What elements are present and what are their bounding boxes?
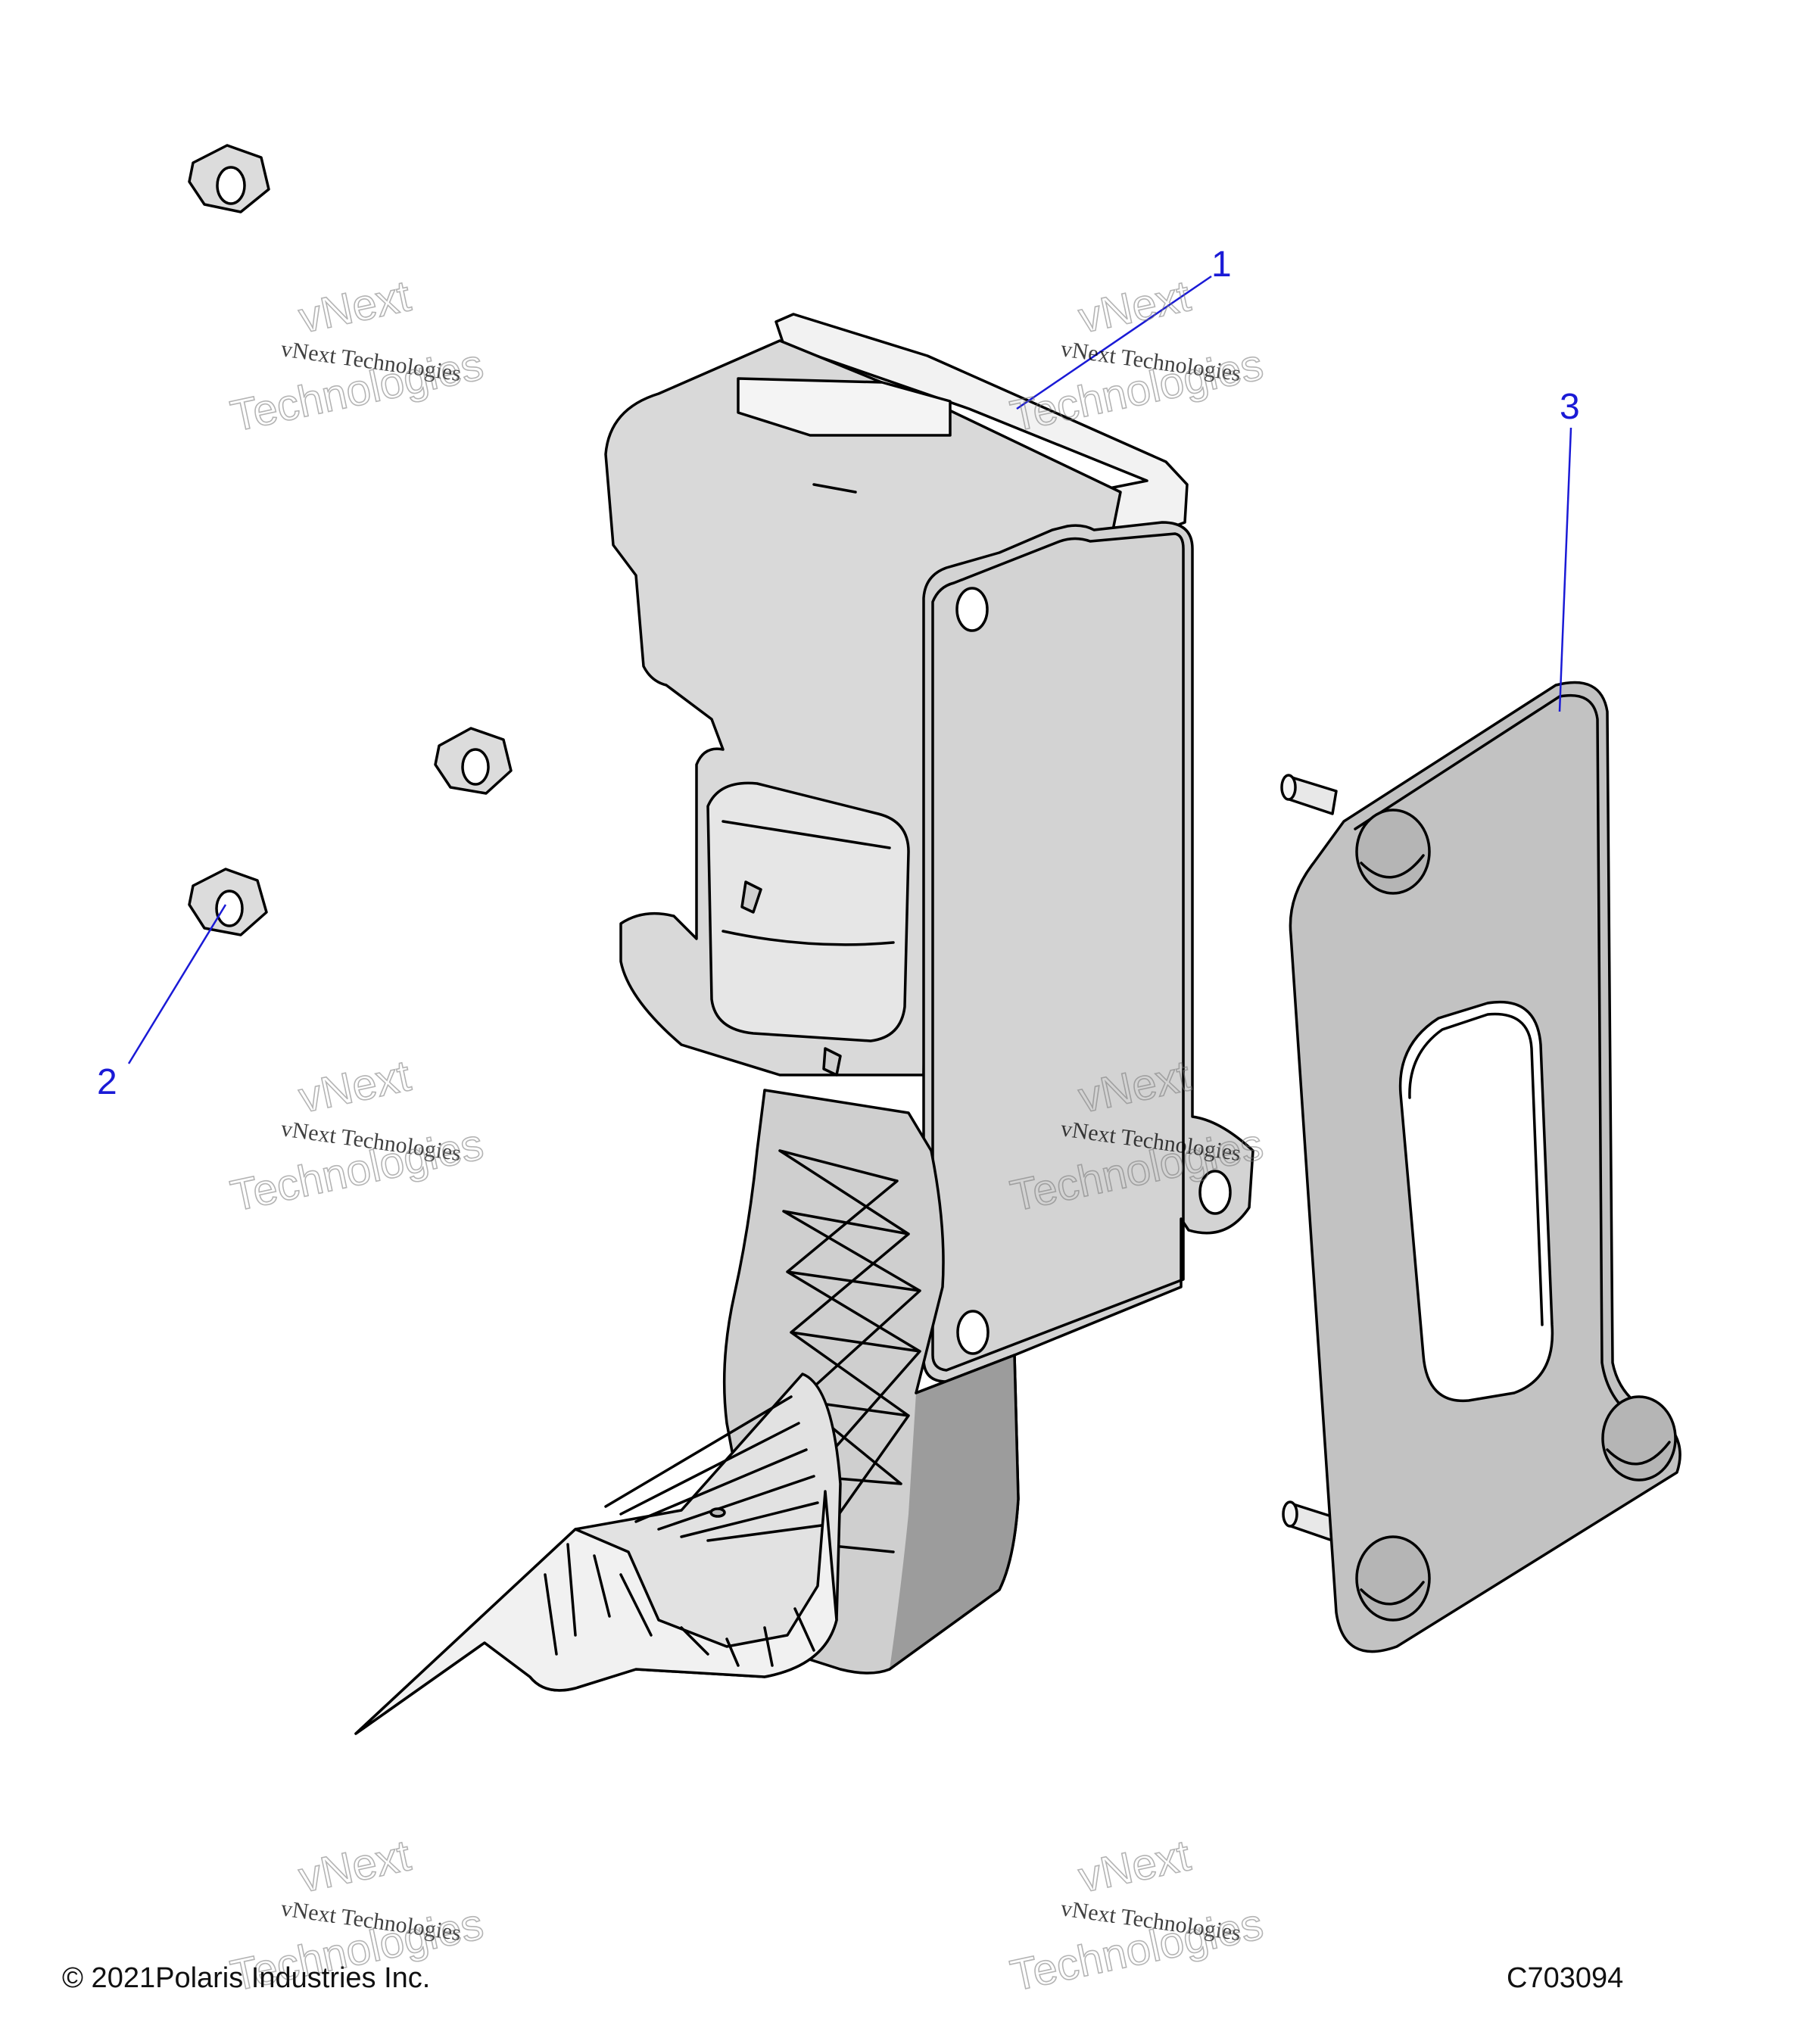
watermark: vNext vNext Technologies Technologies (226, 271, 488, 442)
copyright-text: © 2021Polaris Industries Inc. (62, 1962, 430, 1994)
hex-nut-top (188, 144, 270, 213)
svg-text:vNext: vNext (295, 271, 415, 342)
accelerator-pedal-assembly (354, 313, 1254, 1735)
mounting-plate (1280, 681, 1681, 1653)
leader-line-2 (127, 904, 227, 1064)
figure-code: C703094 (1507, 1962, 1623, 1994)
watermark: vNext vNext Technologies Technologies (1005, 1831, 1267, 2002)
callout-3: 3 (1560, 387, 1580, 427)
callout-2: 2 (97, 1062, 117, 1102)
callout-1: 1 (1211, 245, 1232, 285)
hex-nut-lower (188, 868, 268, 936)
watermark: vNext vNext Technologies Technologies (226, 1051, 488, 1222)
svg-text:vNext: vNext (1074, 1831, 1195, 1902)
svg-text:vNext: vNext (295, 1831, 415, 1902)
svg-text:vNext: vNext (1074, 271, 1195, 342)
leader-line-1 (1016, 275, 1212, 410)
watermark: vNext vNext Technologies Technologies (1005, 271, 1267, 442)
svg-text:vNext: vNext (295, 1051, 415, 1122)
leader-line-3 (1558, 427, 1572, 712)
hex-nut-middle (434, 727, 513, 795)
